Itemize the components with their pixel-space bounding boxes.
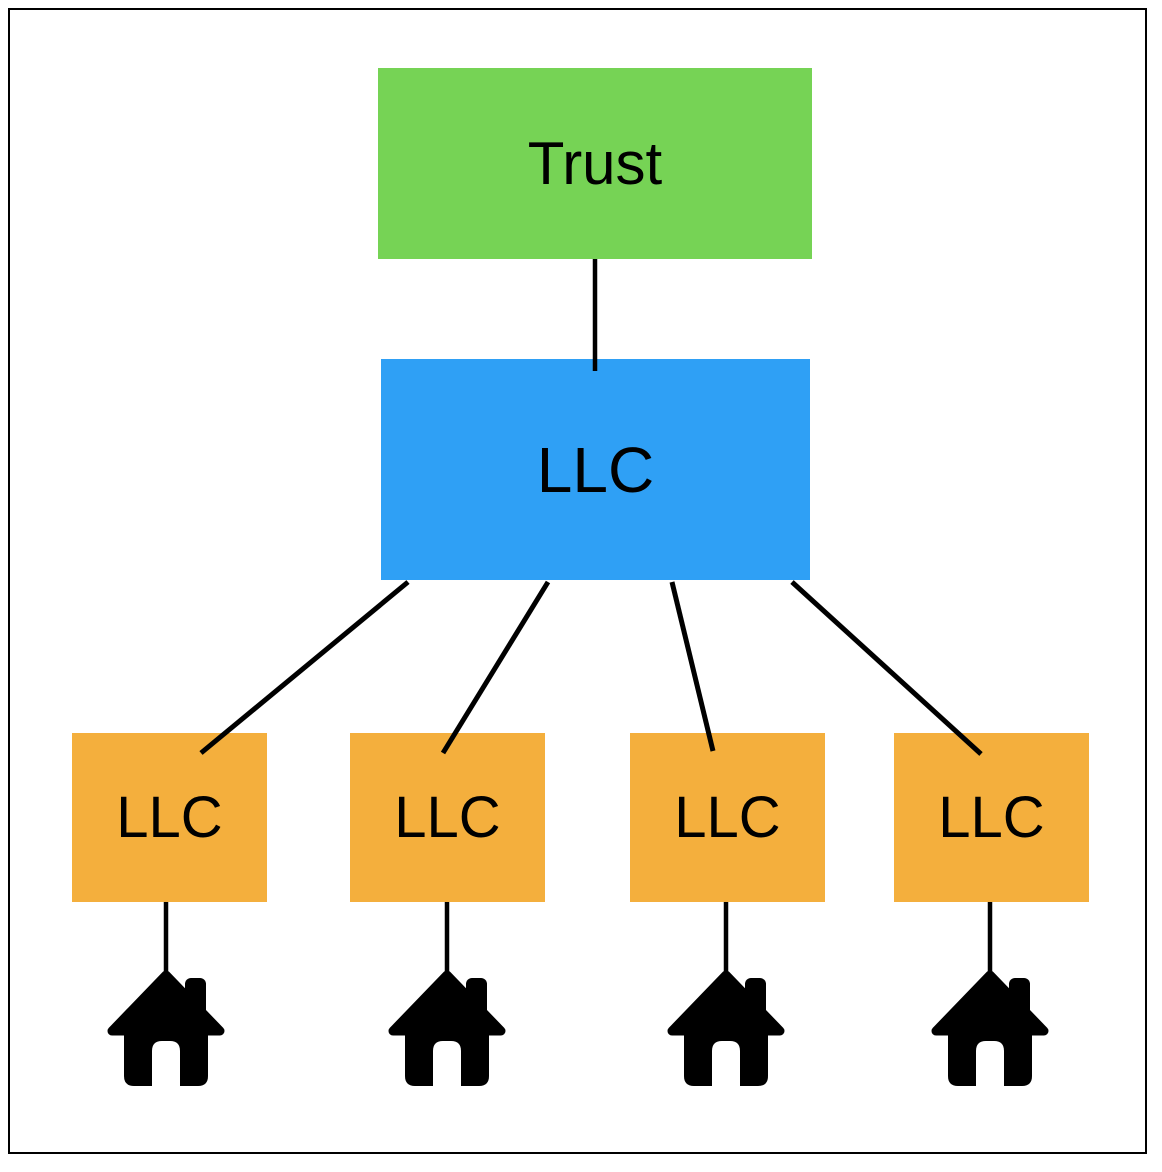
node-child-llc-3: LLC bbox=[630, 733, 825, 902]
node-child-llc-1: LLC bbox=[72, 733, 267, 902]
diagram-border bbox=[8, 8, 1147, 1154]
node-parent-llc: LLC bbox=[381, 359, 810, 580]
house-door bbox=[976, 1041, 1004, 1088]
node-parent-llc-label: LLC bbox=[536, 433, 655, 506]
house-icon bbox=[107, 968, 225, 1088]
node-child-llc-4: LLC bbox=[894, 733, 1089, 902]
node-child-llc-4-label: LLC bbox=[938, 784, 1045, 850]
node-child-llc-2: LLC bbox=[350, 733, 545, 902]
house-door bbox=[152, 1041, 180, 1088]
house-icon bbox=[931, 968, 1049, 1088]
node-child-llc-3-label: LLC bbox=[674, 784, 781, 850]
house-icon-svg bbox=[667, 970, 785, 1088]
house-icon-svg bbox=[107, 970, 225, 1088]
house-icon bbox=[667, 968, 785, 1088]
node-child-llc-1-label: LLC bbox=[116, 784, 223, 850]
node-trust-label: Trust bbox=[527, 129, 663, 197]
house-icon bbox=[388, 968, 506, 1088]
node-child-llc-2-label: LLC bbox=[394, 784, 501, 850]
house-icon-svg bbox=[931, 970, 1049, 1088]
house-door bbox=[433, 1041, 461, 1088]
node-trust: Trust bbox=[378, 68, 812, 259]
house-door bbox=[712, 1041, 740, 1088]
house-icon-svg bbox=[388, 970, 506, 1088]
